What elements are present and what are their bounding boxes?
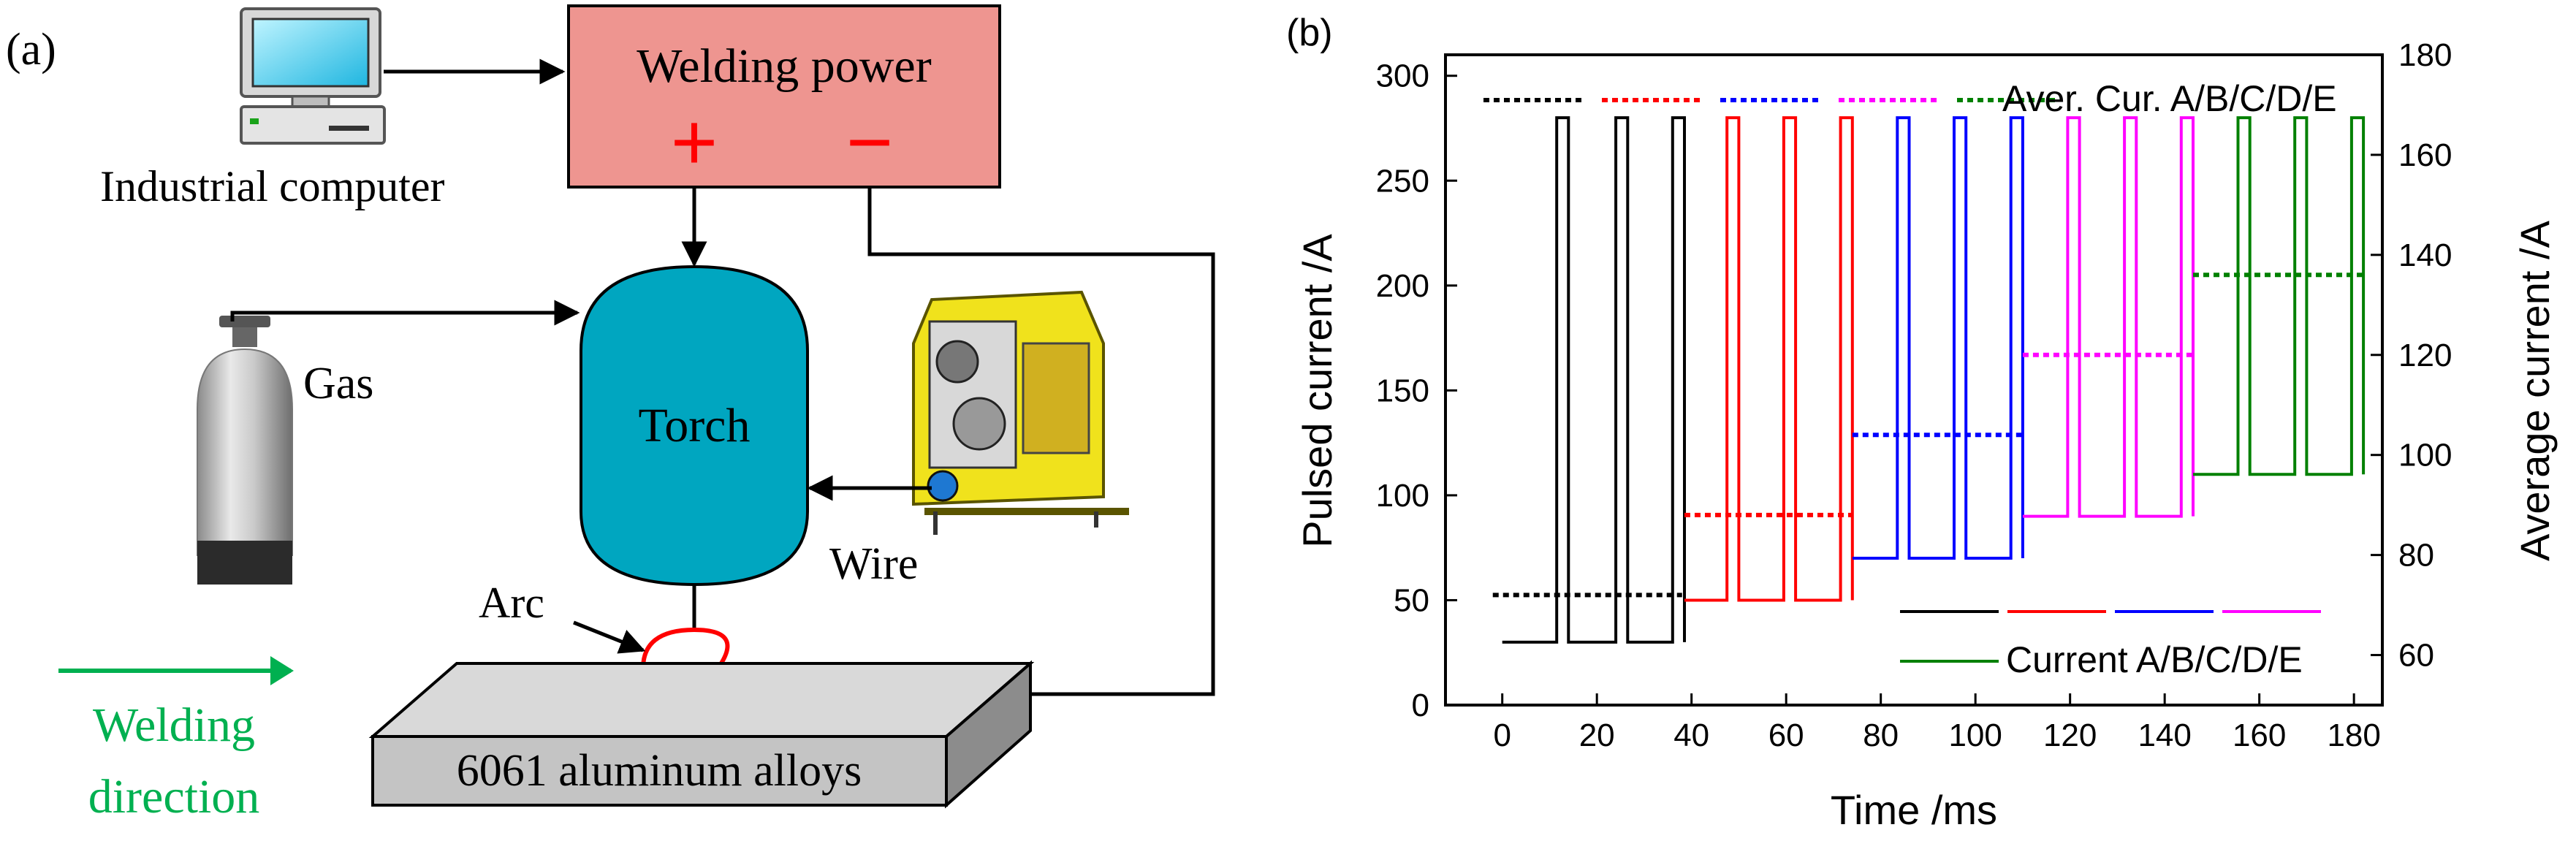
x-tick-label: 0 [1493, 717, 1511, 753]
series-B-current-line [1684, 116, 1854, 602]
y-left-tick-label: 300 [1376, 58, 1429, 94]
x-tick-label: 120 [2043, 717, 2097, 753]
y-left-tick-label: 100 [1376, 478, 1429, 514]
x-tick-label: 140 [2138, 717, 2191, 753]
x-tick-label: 100 [1948, 717, 2002, 753]
gas-cylinder-icon [197, 316, 293, 585]
workpiece-label: 6061 aluminum alloys [457, 746, 862, 796]
x-tick-label: 40 [1673, 717, 1709, 753]
y-right-tick-label: 100 [2398, 438, 2452, 473]
series-D-current-line [2022, 116, 2195, 518]
plus-sign: + [671, 97, 718, 187]
ground-cable [867, 187, 1215, 696]
y-right-tick-label: 120 [2398, 338, 2452, 373]
wire-feeder-icon [912, 290, 1129, 535]
arc-label: Arc [479, 579, 544, 627]
y-left-tick-label: 250 [1376, 163, 1429, 199]
minus-sign: − [846, 97, 893, 187]
chart-layer: 0 20 40 60 80 100 120 140 160 180 0 50 100 150 200 250 3… [1376, 37, 2452, 753]
welding-direction-arrowhead [270, 656, 294, 685]
panel-b-label: (b) [1286, 12, 1333, 54]
direction-line2: direction [88, 770, 260, 823]
x-tick-label: 60 [1768, 717, 1804, 753]
y-right-tick-label: 160 [2398, 137, 2452, 173]
x-tick-label: 80 [1863, 717, 1899, 753]
series-C-current-line [1852, 116, 2024, 560]
welding-power-label: Welding power [637, 39, 931, 93]
legend-cur: Current A/B/C/D/E [2006, 639, 2303, 680]
wire-label: Wire [829, 539, 918, 589]
torch-label: Torch [639, 399, 751, 452]
y-right-tick-label: 80 [2398, 538, 2434, 574]
welding-arc [640, 627, 730, 672]
y-left-tick-label: 200 [1376, 268, 1429, 304]
x-tick-label: 20 [1579, 717, 1615, 753]
computer-icon [240, 7, 386, 145]
y-right-tick-label: 140 [2398, 237, 2452, 273]
series-A-current-line [1502, 116, 1686, 644]
welding-power-box [567, 4, 1001, 189]
x-tick-label: 180 [2327, 717, 2380, 753]
gas-line-arrow [230, 300, 580, 326]
y-left-tick-label: 0 [1412, 688, 1429, 723]
panel-b: (b) 0 20 40 60 80 100 120 140 160 180 0 50 100 150 200… [1286, 12, 2558, 833]
x-tick-label: 160 [2233, 717, 2286, 753]
computer-label: Industrial computer [100, 162, 445, 210]
panel-a-label: (a) [6, 25, 56, 75]
plot-frame [1444, 53, 2384, 707]
gas-label: Gas [303, 359, 373, 408]
legend-avg: Aver. Cur. A/B/C/D/E [2002, 78, 2337, 119]
ylabel-left: Pulsed current /A [1294, 234, 1340, 548]
workpiece [368, 660, 1035, 809]
ylabel-right: Average current /A [2512, 220, 2558, 561]
y-right-tick-label: 60 [2398, 638, 2434, 674]
xlabel: Time /ms [1831, 787, 1997, 833]
direction-line1: Welding [93, 698, 255, 752]
y-left-tick-label: 50 [1394, 582, 1429, 618]
y-right-tick-label: 180 [2398, 37, 2452, 73]
torch-body [580, 264, 809, 587]
arc-pointer-arrow [573, 620, 646, 654]
y-left-tick-label: 150 [1376, 373, 1429, 408]
panel-a: (a) Industrial computer Welding power + … [6, 4, 1215, 823]
series-E-current-line [2193, 116, 2366, 476]
